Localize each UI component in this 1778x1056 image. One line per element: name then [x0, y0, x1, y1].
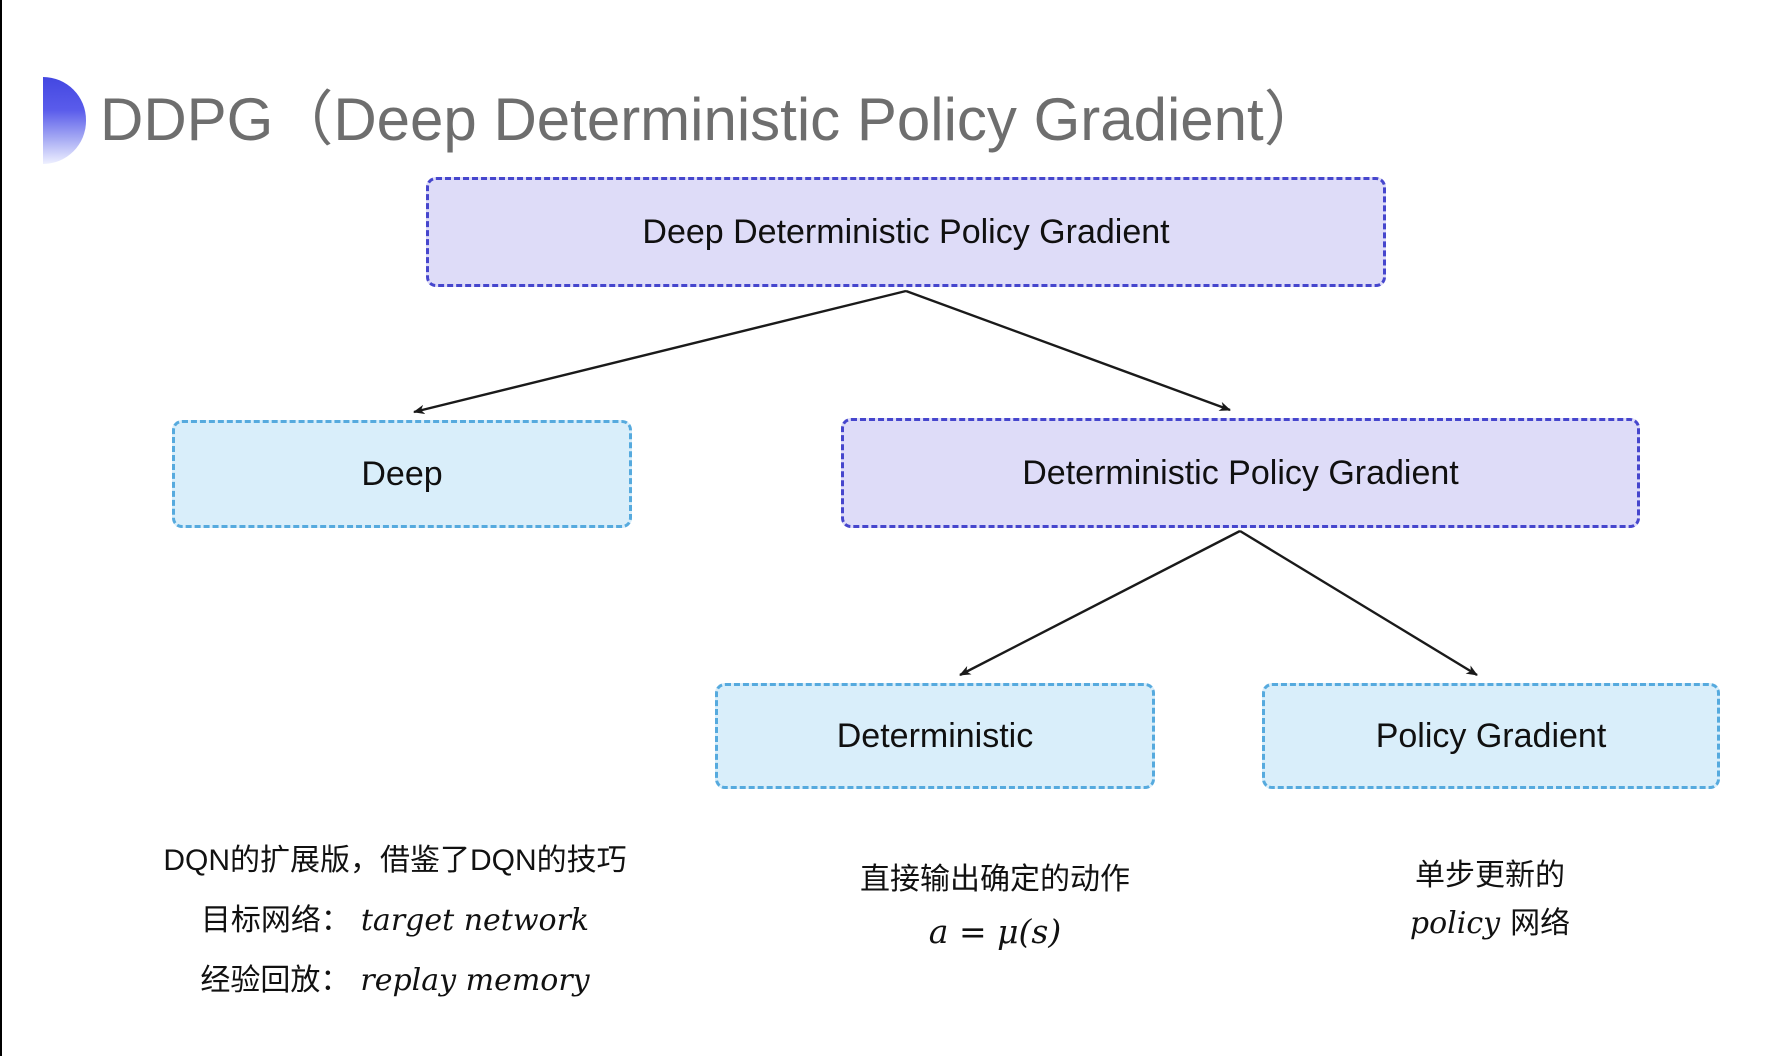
node-deterministic: Deterministic [715, 683, 1155, 789]
node-label: Deterministic Policy Gradient [1022, 453, 1459, 492]
node-deterministic-policy-gradient: Deterministic Policy Gradient [841, 418, 1640, 528]
node-deep-deterministic-policy-gradient: Deep Deterministic Policy Gradient [426, 177, 1386, 287]
note-pg-line1: 单步更新的 [1415, 859, 1565, 892]
formula-text: a = μ(s) [928, 912, 1062, 951]
note-deep: DQN的扩展版，借鉴了DQN的技巧 目标网络： target network 经验… [115, 843, 675, 999]
node-policy-gradient: Policy Gradient [1262, 683, 1720, 789]
note-term: replay memory [360, 963, 590, 998]
page-title: DDPG（Deep Deterministic Policy Gradient） [100, 86, 1324, 153]
edge-root-deep [413, 289, 907, 415]
node-label: Deep Deterministic Policy Gradient [642, 212, 1170, 251]
title-bullet-icon [43, 77, 86, 164]
edge-dpg-policy-gradient [1239, 529, 1478, 677]
edge-root-dpg [905, 289, 1231, 412]
edge-dpg-deterministic [959, 529, 1241, 677]
note-deep-line3: 经验回放： replay memory [115, 963, 675, 999]
note-deep-line2: 目标网络： target network [115, 903, 675, 939]
note-deterministic-formula: a = μ(s) [790, 914, 1200, 952]
note-deep-line1: DQN的扩展版，借鉴了DQN的技巧 [163, 844, 627, 877]
note-label: 目标网络： [200, 904, 351, 937]
note-suffix: 网络 [1510, 907, 1571, 940]
note-deterministic-line1: 直接输出确定的动作 [860, 863, 1130, 896]
node-deep: Deep [172, 420, 632, 528]
note-pg-line2: policy 网络 [1290, 906, 1690, 942]
note-term: target network [360, 903, 590, 938]
node-label: Policy Gradient [1375, 716, 1607, 755]
left-edge-line [0, 0, 2, 1056]
note-policy-gradient: 单步更新的 policy 网络 [1290, 858, 1690, 942]
note-deterministic: 直接输出确定的动作 a = μ(s) [790, 862, 1200, 952]
node-label: Deterministic [836, 716, 1034, 755]
note-label: 经验回放： [200, 964, 351, 997]
note-term: policy [1409, 906, 1501, 941]
node-label: Deep [361, 454, 443, 493]
